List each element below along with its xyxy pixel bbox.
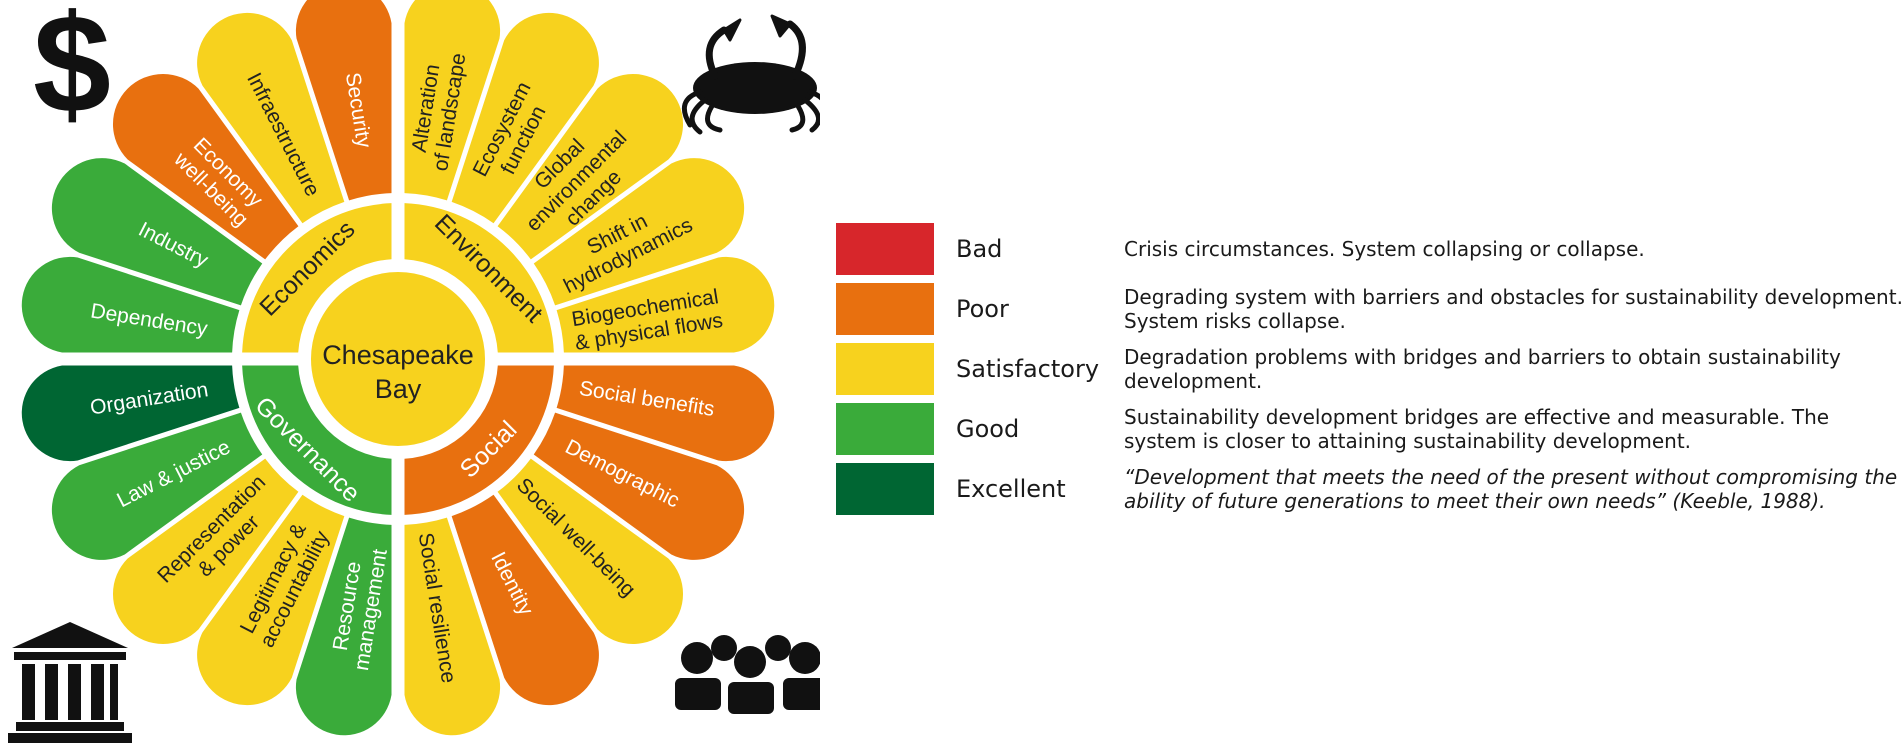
petal-identity: [451, 494, 599, 706]
petal-organization: [21, 365, 240, 462]
legend-swatch-excellent: [836, 463, 934, 515]
center-title-line1: Chesapeake: [322, 340, 474, 370]
legend-swatch-satisfactory: [836, 343, 934, 395]
petal-infraestructure: [197, 12, 345, 224]
quadrant-economics: [242, 203, 392, 353]
legend-desc-excellent: “Development that meets the need of the …: [1124, 465, 1898, 513]
people-group-icon: [675, 635, 820, 714]
legend-desc-good: Sustainability development bridges are e…: [1124, 405, 1830, 453]
quadrant-environment: [404, 203, 554, 353]
legend-label-bad: Bad: [956, 235, 1003, 263]
petal-dependency: [21, 256, 240, 353]
legend-row-good: Good Sustainability development bridges …: [836, 403, 1876, 455]
legend-swatch-poor: [836, 283, 934, 335]
petal-social-well-being: [497, 458, 684, 645]
legend-desc-poor: Degrading system with barriers and obsta…: [1124, 285, 1902, 333]
petal-economy-well-being: [112, 73, 299, 260]
petal-ecosystem-function: [451, 12, 599, 224]
legend-swatch-bad: [836, 223, 934, 275]
petal-law-and-justice: [51, 412, 263, 560]
legend-label-good: Good: [956, 415, 1020, 443]
petal-social-benefits: [556, 365, 775, 462]
legend-label-poor: Poor: [956, 295, 1009, 323]
petal-industry: [51, 158, 263, 306]
legend-label-satisfactory: Satisfactory: [956, 355, 1100, 383]
quadrant-layer: [242, 203, 554, 515]
legend-row-excellent: Excellent “Development that meets the ne…: [836, 463, 1897, 515]
petal-social-resilience: [404, 517, 501, 736]
sustainability-wheel: Alterationof landscapeEcosystemfunctionG…: [8, 0, 820, 743]
legend-label-excellent: Excellent: [956, 475, 1066, 503]
legend-swatch-good: [836, 403, 934, 455]
petal-biogeochemical-and-physical-flows: [556, 256, 775, 353]
svg-text:$: $: [33, 0, 111, 142]
petal-representation-and-power: [112, 458, 299, 645]
legend-row-poor: Poor Degrading system with barriers and …: [836, 283, 1902, 335]
government-building-icon: [8, 622, 132, 743]
crab-icon: [681, 14, 820, 135]
petal-resource-management: [295, 517, 392, 736]
legend-row-bad: Bad Crisis circumstances. System collaps…: [836, 223, 1876, 275]
quadrant-governance: [242, 365, 392, 515]
legend-desc-satisfactory: Degradation problems with bridges and ba…: [1124, 345, 1841, 393]
center-disc: [305, 266, 491, 452]
petal-global-environmental-change: [497, 73, 684, 260]
petal-security: [295, 0, 392, 201]
petal-legitimacy-and-accountability: [197, 494, 345, 706]
center-title-line2: Bay: [375, 374, 422, 404]
petal-layer: [21, 0, 775, 736]
dollar-icon: $: [33, 0, 111, 142]
petal-alteration-of-landscape: [404, 0, 501, 201]
legend-desc-bad: Crisis circumstances. System collapsing …: [1124, 237, 1645, 261]
petal-shift-in-hydrodynamics: [533, 158, 745, 306]
legend-row-satisfactory: Satisfactory Degradation problems with b…: [836, 343, 1876, 395]
quadrant-social: [404, 365, 554, 515]
petal-demographic: [533, 412, 745, 560]
